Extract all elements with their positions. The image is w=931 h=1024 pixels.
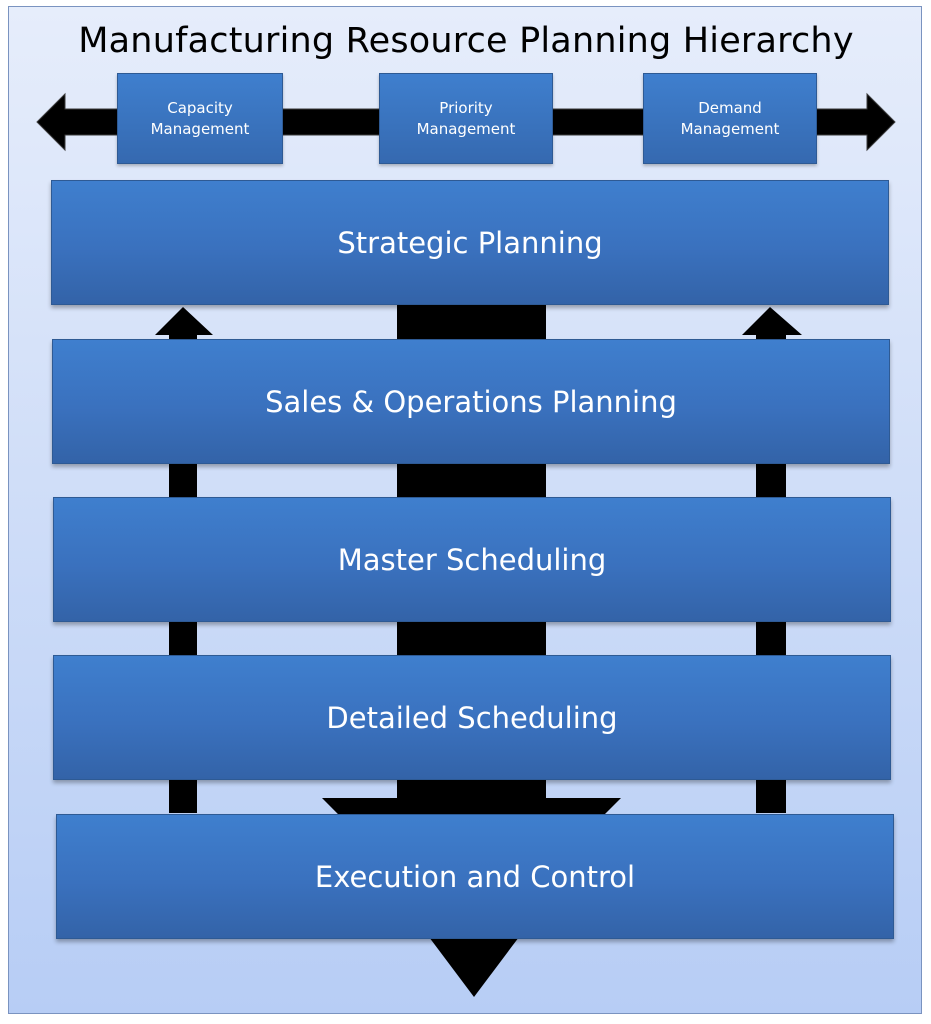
- level-detailed-scheduling: Detailed Scheduling: [53, 655, 891, 780]
- center-downward-arrow-upper: [322, 303, 621, 948]
- level-execution-and-control: Execution and Control: [56, 814, 894, 939]
- capacity-management-label: Capacity Management: [150, 98, 250, 138]
- level-label: Sales & Operations Planning: [265, 384, 677, 419]
- level-label: Strategic Planning: [337, 225, 603, 260]
- level-sales-operations-planning: Sales & Operations Planning: [52, 339, 890, 464]
- demand-management-box: Demand Management: [643, 73, 817, 164]
- level-label: Execution and Control: [314, 859, 636, 894]
- level-master-scheduling: Master Scheduling: [53, 497, 891, 622]
- priority-management-box: Priority Management: [379, 73, 553, 164]
- level-strategic-planning: Strategic Planning: [51, 180, 889, 305]
- center-downward-arrowhead-bottom: [429, 937, 519, 997]
- capacity-management-box: Capacity Management: [117, 73, 283, 164]
- diagram-frame: Manufacturing Resource Planning Hierarch…: [8, 6, 922, 1014]
- level-label: Detailed Scheduling: [326, 700, 618, 735]
- priority-management-label: Priority Management: [416, 98, 516, 138]
- demand-management-label: Demand Management: [680, 98, 780, 138]
- diagram-title: Manufacturing Resource Planning Hierarch…: [78, 21, 854, 61]
- level-label: Master Scheduling: [337, 542, 607, 577]
